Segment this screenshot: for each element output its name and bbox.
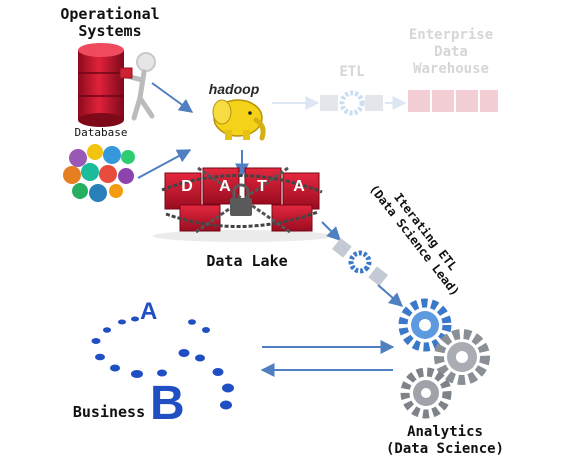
- stick-figure-icon: [119, 52, 156, 121]
- etl-faded-graphic: [320, 90, 383, 116]
- app-bubbles-icon: [63, 144, 135, 202]
- business-letter-b: B: [150, 377, 185, 430]
- etl-label: ETL: [339, 64, 365, 80]
- analytics-label: Analytics (Data Science): [385, 424, 504, 457]
- enterprise-dw-label: Enterprise Data Warehouse: [408, 27, 494, 77]
- data-lake-label: Data Lake: [206, 252, 288, 270]
- arrow-db-to-hadoop: [151, 82, 194, 113]
- hadoop-elephant-icon: [212, 99, 266, 141]
- enterprise-dw-faded-graphic: [408, 90, 498, 112]
- business-letter-a: A: [140, 298, 158, 325]
- iter-etl-graphic: [332, 238, 388, 286]
- arrow-apps-to-datalake: [137, 149, 192, 179]
- database-label: Database: [74, 126, 128, 139]
- data-lake-cube-letter: T: [257, 178, 267, 195]
- business-label: Business: [72, 403, 146, 421]
- gear-icon: [400, 367, 452, 419]
- arrow-datalake-to-iter-etl: [321, 221, 341, 241]
- gear-icon: [398, 298, 452, 352]
- database-icon: [78, 43, 124, 127]
- data-lake-cube-letter: A: [293, 178, 305, 195]
- data-lake-cube-letter: A: [219, 178, 231, 195]
- chained-cubes-icon: [153, 166, 333, 242]
- arrow-iter-etl-to-analytics: [377, 284, 404, 307]
- operational-systems-label: Operational Systems: [60, 5, 160, 40]
- dotted-circle-icon: [91, 316, 234, 410]
- data-lake-cube-letter: D: [181, 178, 193, 195]
- hadoop-label: hadoop: [208, 81, 260, 97]
- gear-icon: [434, 329, 490, 385]
